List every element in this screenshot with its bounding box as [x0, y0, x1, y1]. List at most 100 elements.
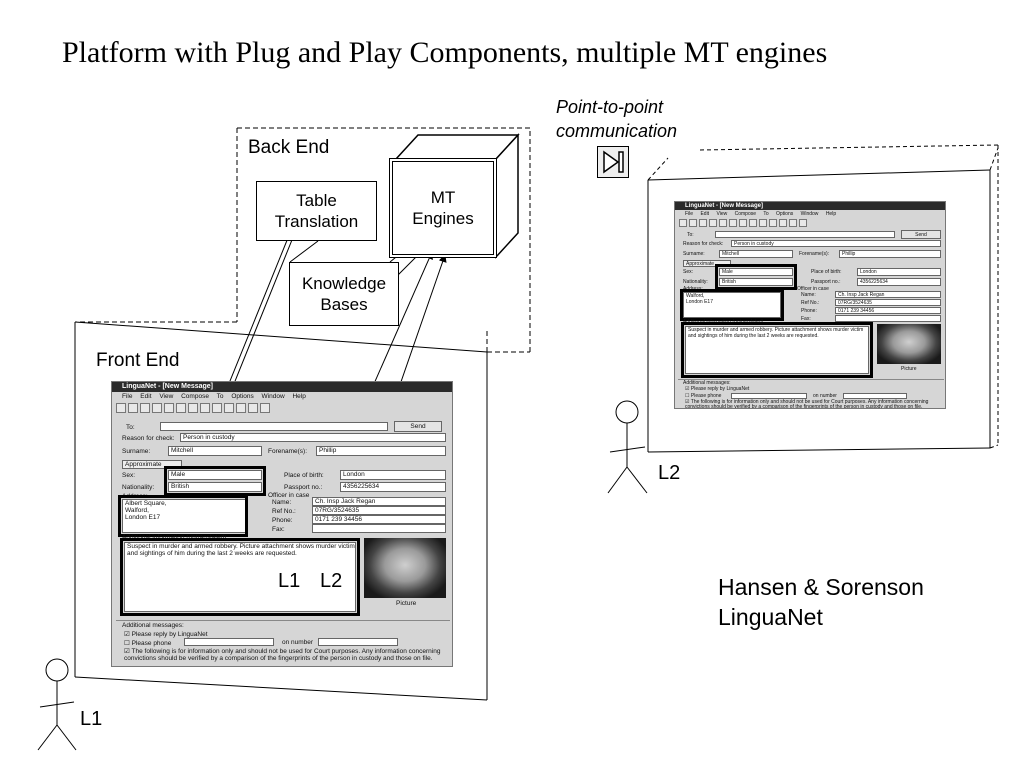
menu-compose[interactable]: Compose — [181, 393, 209, 400]
mail-icon[interactable] — [188, 403, 198, 413]
menu-edit-small[interactable]: Edit — [700, 211, 710, 217]
menu-to[interactable]: To — [216, 393, 224, 400]
currency-icon-small[interactable] — [779, 219, 787, 227]
reason-select[interactable]: Person in custody — [180, 433, 446, 442]
on-number-field[interactable] — [318, 638, 398, 646]
forename-label-small: Forename(s): — [799, 251, 830, 257]
menu-view-small[interactable]: View — [716, 211, 728, 217]
forename-field[interactable]: Phillip — [316, 446, 446, 456]
menu-edit[interactable]: Edit — [140, 393, 152, 400]
menu-to-small[interactable]: To — [763, 211, 769, 217]
send-button-small[interactable]: Send — [901, 230, 941, 239]
ref-field-small[interactable]: 07RG/3524635 — [835, 299, 941, 306]
officer-name-field-small[interactable]: Ch. Insp Jack Regan — [835, 291, 941, 298]
open-icon-small[interactable] — [689, 219, 697, 227]
open-icon[interactable] — [128, 403, 138, 413]
officer-label: Officer in case — [268, 492, 310, 499]
phone-field-small[interactable]: 0171 239 34456 — [835, 307, 941, 314]
mt-engines-cube: MT Engines — [389, 133, 521, 261]
remote-region — [647, 144, 999, 453]
menu-window-small[interactable]: Window — [800, 211, 819, 217]
car-icon[interactable] — [212, 403, 222, 413]
user-l1-figure — [37, 658, 77, 751]
linguanet-window-l1: LinguaNet - [New Message] File Edit View… — [111, 381, 453, 667]
send-button[interactable]: Send — [394, 421, 442, 432]
reply-checkbox-row[interactable]: ☑ Please reply by LinguaNet — [124, 631, 208, 638]
attach-icon[interactable] — [200, 403, 210, 413]
on-number-field-small[interactable] — [843, 393, 907, 399]
please-phone-field[interactable] — [184, 638, 274, 646]
fax-field[interactable] — [312, 524, 446, 533]
list-icon-small[interactable] — [789, 219, 797, 227]
new-icon[interactable] — [116, 403, 126, 413]
vehicle-icon[interactable] — [260, 403, 270, 413]
menu-help[interactable]: Help — [292, 393, 306, 400]
nationality-select[interactable]: British — [168, 482, 262, 492]
attach-icon-small[interactable] — [749, 219, 757, 227]
sex-select[interactable]: Male — [168, 470, 262, 480]
officer-name-field[interactable]: Ch. Insp Jack Regan — [312, 497, 446, 506]
pob-field-small[interactable]: London — [857, 268, 941, 276]
phone-checkbox-row-small[interactable]: ☐ Please phone — [685, 393, 722, 399]
user-label-l2: L2 — [658, 462, 681, 484]
surname-field[interactable]: Mitchell — [168, 446, 262, 456]
pob-field[interactable]: London — [340, 470, 446, 480]
menu-compose-small[interactable]: Compose — [734, 211, 757, 217]
translate-icon-small[interactable] — [729, 219, 737, 227]
mt-engines-line1: MT — [430, 188, 456, 207]
menu-file-small[interactable]: File — [685, 211, 694, 217]
phone-checkbox-row[interactable]: ☐ Please phone — [124, 640, 172, 647]
phone-field[interactable]: 0171 239 34456 — [312, 515, 446, 524]
help-icon[interactable] — [164, 403, 174, 413]
reply-checkbox-row-small[interactable]: ☑ Please reply by LinguaNet — [685, 386, 750, 392]
menu-help-small[interactable]: Help — [825, 211, 837, 217]
sex-nationality-highlight-small — [715, 264, 797, 290]
menu-window[interactable]: Window — [261, 393, 285, 400]
please-phone-field-small[interactable] — [731, 393, 807, 399]
nationality-select-small[interactable]: British — [719, 278, 793, 286]
car-icon-small[interactable] — [759, 219, 767, 227]
menu-options[interactable]: Options — [231, 393, 254, 400]
new-icon-small[interactable] — [679, 219, 687, 227]
surname-label-small: Surname: — [683, 251, 705, 257]
to-label: To: — [126, 424, 135, 431]
menu-file[interactable]: File — [122, 393, 133, 400]
translate-icon[interactable] — [176, 403, 186, 413]
reason-select-small[interactable]: Person in custody — [731, 240, 941, 247]
menu-options-small[interactable]: Options — [776, 211, 794, 217]
fax-label-small: Fax: — [801, 316, 811, 322]
address-line2: Walford, — [125, 507, 149, 514]
print-icon[interactable] — [152, 403, 162, 413]
menu-view[interactable]: View — [159, 393, 174, 400]
help-icon-small[interactable] — [719, 219, 727, 227]
passport-field-small[interactable]: 4356225634 — [857, 278, 941, 286]
connector-table-kb — [289, 240, 319, 263]
to-label-small: To: — [687, 232, 694, 238]
mt-engines-line2: Engines — [412, 209, 474, 228]
vehicle-icon-small[interactable] — [799, 219, 807, 227]
passport-field[interactable]: 4356225634 — [340, 482, 446, 492]
surname-field-small[interactable]: Mitchell — [719, 250, 793, 258]
save-icon[interactable] — [140, 403, 150, 413]
on-number-label-small: on number — [813, 393, 837, 399]
save-icon-small[interactable] — [699, 219, 707, 227]
ref-field[interactable]: 07RG/3524635 — [312, 506, 446, 515]
list-icon[interactable] — [248, 403, 258, 413]
divider — [116, 620, 450, 621]
sex-select-small[interactable]: Male — [719, 268, 793, 276]
suspect-photo — [364, 538, 446, 598]
info-textarea-small[interactable]: Suspect in murder and armed robbery. Pic… — [685, 326, 869, 374]
address-field[interactable]: Albert Square, Walford, London E17 — [122, 499, 246, 533]
info-textarea[interactable]: Suspect in murder and armed robbery. Pic… — [124, 542, 356, 612]
forename-field-small[interactable]: Phillip — [839, 250, 941, 258]
print-icon-small[interactable] — [709, 219, 717, 227]
message-icon[interactable] — [224, 403, 234, 413]
user-l2-figure — [607, 400, 648, 494]
address-field-small[interactable]: Walford, London E17 — [683, 292, 781, 318]
fax-field-small[interactable] — [835, 315, 941, 322]
message-icon-small[interactable] — [769, 219, 777, 227]
to-field-small[interactable] — [715, 231, 895, 238]
mail-icon-small[interactable] — [739, 219, 747, 227]
to-field[interactable] — [160, 422, 388, 431]
currency-icon[interactable] — [236, 403, 246, 413]
